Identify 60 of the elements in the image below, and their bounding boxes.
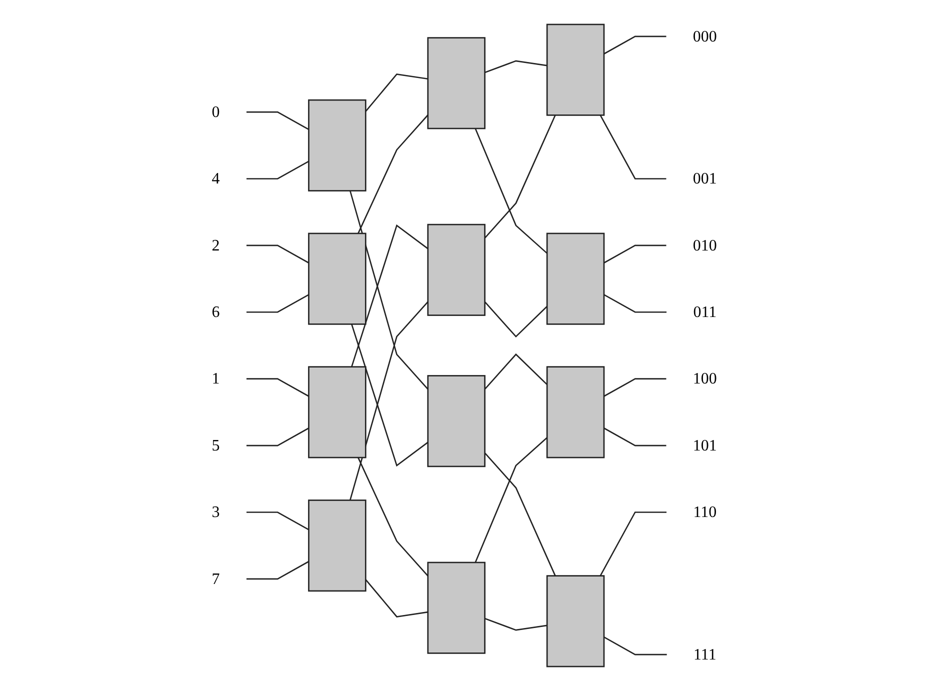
node-text: 000	[693, 27, 718, 45]
connector	[350, 301, 429, 500]
node-box	[308, 500, 366, 592]
connector	[351, 324, 428, 467]
connector	[365, 74, 428, 112]
connector	[358, 114, 429, 234]
connector	[604, 428, 666, 446]
node-text: 1	[212, 370, 220, 388]
connector	[604, 378, 666, 397]
connector	[246, 294, 310, 313]
connector	[484, 353, 548, 390]
connector	[246, 428, 310, 446]
connector	[474, 128, 548, 254]
connector	[604, 294, 667, 313]
connector	[484, 452, 556, 576]
connector	[246, 111, 310, 130]
connector	[604, 36, 666, 54]
node-text: 3	[212, 502, 220, 521]
node-box	[308, 99, 366, 192]
node-box	[427, 37, 486, 130]
connector	[246, 160, 310, 180]
node-text: 5	[212, 436, 220, 454]
connector	[474, 437, 548, 563]
connector	[351, 224, 428, 368]
connector	[358, 457, 429, 576]
node-box	[308, 232, 366, 325]
connector	[604, 636, 667, 656]
node-box	[546, 575, 605, 668]
node-text: 101	[693, 436, 718, 454]
connector	[600, 512, 667, 576]
node-text: 6	[212, 302, 220, 321]
node-box	[308, 366, 366, 458]
node-box	[546, 24, 605, 116]
node-text: 0	[212, 102, 220, 120]
connector	[246, 512, 310, 530]
node-box	[546, 366, 605, 458]
connector	[484, 618, 548, 631]
node-text: 010	[693, 236, 718, 254]
node-box	[546, 232, 605, 325]
node-text: 001	[693, 169, 718, 188]
connector	[365, 579, 428, 618]
node-box	[427, 375, 486, 468]
connector	[350, 190, 429, 390]
node-text: 2	[212, 236, 220, 254]
node-text: 100	[693, 370, 718, 388]
connector	[246, 560, 310, 580]
connector	[484, 60, 548, 74]
node-text: 011	[693, 302, 717, 321]
node-text: 4	[212, 169, 220, 188]
connector	[246, 244, 310, 264]
node-box	[427, 224, 486, 316]
node-box	[427, 562, 486, 654]
connector	[484, 114, 556, 238]
connector	[600, 114, 666, 180]
connector	[604, 244, 666, 264]
connector	[246, 378, 310, 397]
node-text: 110	[693, 502, 717, 521]
node-text: 111	[694, 645, 716, 663]
connector	[484, 301, 548, 338]
node-text: 7	[212, 570, 220, 588]
